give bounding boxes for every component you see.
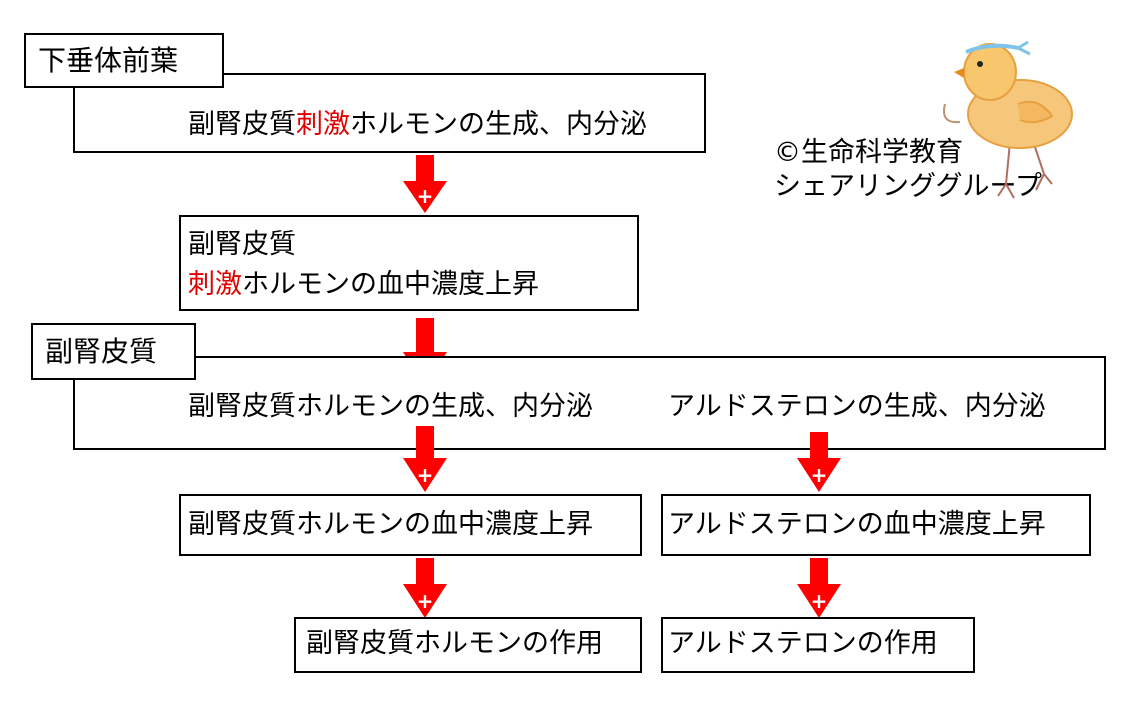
pituitary-process-highlight: 刺激 (296, 109, 350, 140)
arrow-plus-sign: + (811, 589, 828, 613)
credit-line1: ©生命科学教育 (774, 137, 963, 168)
adrenal-label: 副腎皮質 (31, 323, 196, 380)
effect-right-box (661, 617, 975, 673)
credit-text: ©生命科学教育 シェアリンググループ (774, 136, 1042, 204)
arrow-down-3-left: + (403, 426, 447, 492)
acth-blood-post: ホルモンの血中濃度上昇 (242, 269, 539, 300)
effect-left-text: 副腎皮質ホルモンの作用 (306, 628, 603, 659)
pituitary-process-text: 副腎皮質刺激ホルモンの生成、内分泌 (188, 108, 647, 142)
arrow-plus-sign: + (417, 589, 434, 613)
effect-left-box (294, 617, 642, 673)
pituitary-process-pre: 副腎皮質 (188, 109, 296, 140)
adrenal-process-box (73, 356, 1106, 450)
arrow-plus-sign: + (417, 463, 434, 487)
blood-right-box (661, 494, 1091, 556)
pituitary-label: 下垂体前葉 (24, 33, 224, 88)
acth-blood-box (179, 215, 639, 311)
chick-illustration (943, 40, 1073, 199)
arrow-plus-sign: + (811, 463, 828, 487)
adrenal-process-right: アルドステロンの生成、内分泌 (668, 391, 1046, 422)
acth-blood-highlight: 刺激 (188, 269, 242, 300)
arrow-down-3-right: + (797, 432, 841, 492)
effect-right-text: アルドステロンの作用 (668, 628, 938, 659)
blood-right-text: アルドステロンの血中濃度上昇 (668, 509, 1046, 540)
adrenal-process-left: 副腎皮質ホルモンの生成、内分泌 (188, 391, 593, 422)
acth-blood-line2: 刺激ホルモンの血中濃度上昇 (188, 268, 539, 302)
pituitary-process-post: ホルモンの生成、内分泌 (350, 109, 647, 140)
arrow-down-4-right: + (797, 558, 841, 618)
acth-blood-line1: 副腎皮質 (188, 229, 296, 260)
credit-line2: シェアリンググループ (774, 171, 1042, 202)
arrow-plus-sign: + (417, 184, 434, 208)
arrow-down-4-left: + (403, 558, 447, 618)
blood-left-text: 副腎皮質ホルモンの血中濃度上昇 (188, 509, 593, 540)
arrow-down-1: + (403, 155, 447, 213)
blood-left-box (179, 494, 642, 556)
